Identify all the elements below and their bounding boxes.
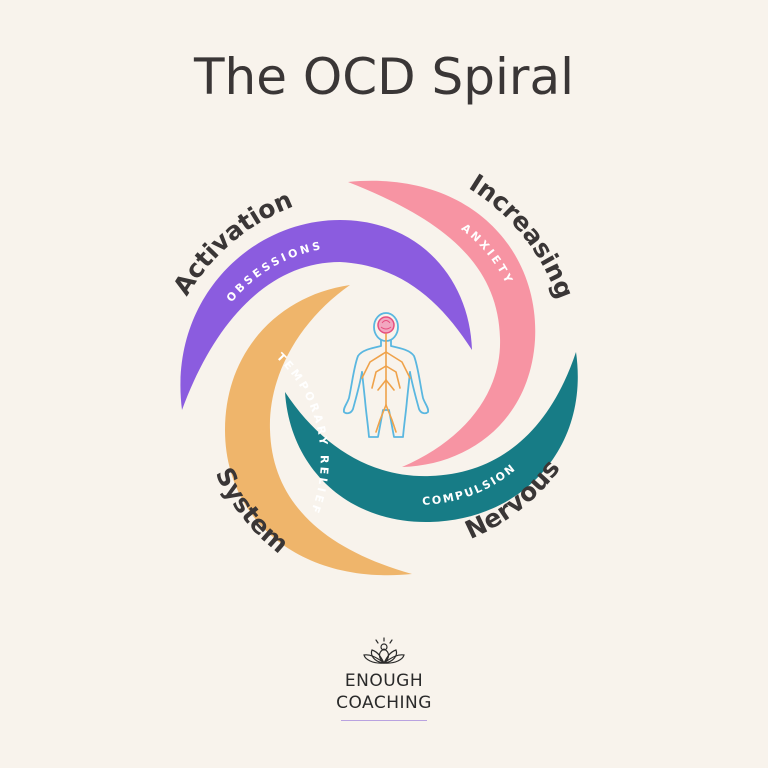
anxiety-arc: [348, 180, 536, 467]
logo-text-line-2: COACHING: [336, 693, 432, 713]
lotus-icon: [363, 637, 405, 664]
obsessions-arc: [180, 220, 472, 410]
page-title: The OCD Spiral: [193, 48, 574, 106]
compulsion-arc: [285, 352, 578, 523]
temporary-relief-arc: [225, 285, 412, 576]
logo-divider: [341, 720, 427, 721]
human-nervous-system-icon: [342, 312, 430, 438]
brand-logo: ENOUGH COACHING: [284, 636, 484, 721]
logo-text-line-1: ENOUGH: [344, 671, 424, 691]
